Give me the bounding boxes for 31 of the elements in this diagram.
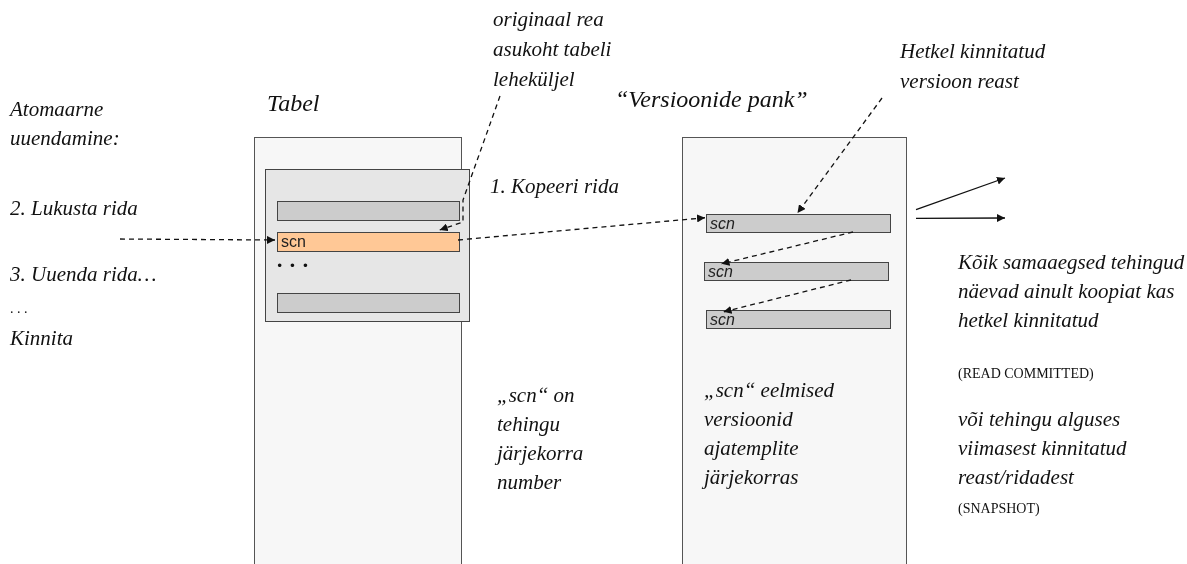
row-bar: scn: [277, 232, 460, 252]
row-bar: [277, 293, 460, 313]
step-text: Atomaarne uuendamine:: [10, 96, 121, 152]
note-text: (SNAPSHOT): [958, 500, 1041, 518]
arrow: [457, 214, 706, 241]
row-bar: scn: [706, 214, 891, 233]
arrow: [119, 235, 276, 244]
row-bar: scn: [706, 310, 891, 329]
note-text: või tehingu alguses viimasest kinnitatud reast/ridadest: [958, 406, 1128, 491]
note-text: Kõik samaaegsed tehingud näevad ainult koopiat kas hetkel kinnitatud: [958, 249, 1186, 334]
arrow: [720, 231, 854, 266]
note-text: „scn“ on tehingu järjekorra number: [497, 382, 585, 496]
row-bar: scn: [704, 262, 889, 281]
arrow: [915, 176, 1006, 211]
step-text: 1. Kopeeri rida: [490, 173, 620, 200]
note-text: „scn“ eelmised versioonid ajatemplite järjekorras: [704, 377, 836, 491]
arrow: [722, 279, 852, 314]
table-title: Tabel: [267, 90, 320, 117]
row-bar: [277, 201, 460, 221]
arrow: [439, 95, 501, 232]
step-text: 2. Lukusta rida: [10, 195, 139, 222]
note-text: Hetkel kinnitatud versioon reast: [900, 36, 1080, 98]
ellipsis-text: . . .: [10, 300, 29, 318]
step-text: 3. Uuenda rida…: [10, 261, 158, 288]
version-store-title: “Versioonide pank”: [615, 86, 808, 113]
note-text: (READ COMMITTED): [958, 365, 1095, 383]
ellipsis-text: · · ·: [276, 251, 310, 279]
step-text: Kinnita: [10, 325, 74, 352]
page-box: [265, 169, 470, 322]
arrow: [796, 97, 883, 214]
arrow: [915, 214, 1006, 223]
